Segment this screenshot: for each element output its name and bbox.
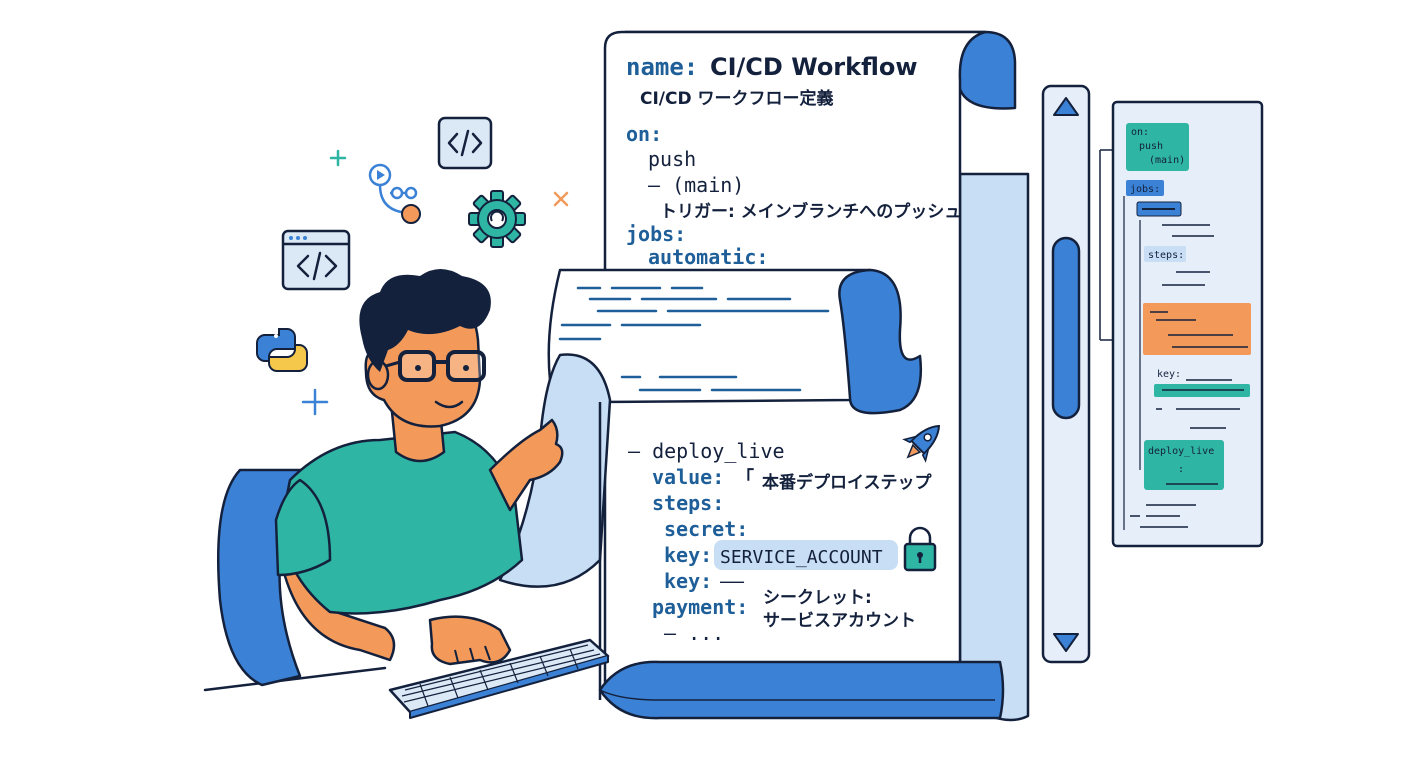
lock-icon xyxy=(903,526,937,572)
name-caption: CI/CD ワークフロー定義 xyxy=(640,88,834,109)
jobs-key: jobs: xyxy=(626,222,686,246)
cross-icon xyxy=(553,191,569,207)
developer-character xyxy=(203,269,610,719)
scroll-up-icon[interactable] xyxy=(1053,97,1079,116)
value-caption: 本番デプロイステップ xyxy=(762,472,932,493)
push-item: push xyxy=(648,147,696,171)
minimap-deploy-live: deploy_live xyxy=(1148,446,1214,457)
minimap-colon: : xyxy=(1178,464,1184,475)
minimap-jobs: jobs: xyxy=(1130,184,1160,195)
plus-icon xyxy=(301,388,329,416)
minimap-steps: steps: xyxy=(1148,250,1184,261)
service-account-value: SERVICE_ACCOUNT xyxy=(720,547,883,568)
main-branch-item: – (main) xyxy=(648,173,744,197)
key2-value: –– xyxy=(720,569,745,593)
ellipsis-item: – ... xyxy=(664,621,724,645)
lower-document: – deploy_live value: 「 本番デプロイステップ steps:… xyxy=(628,439,932,645)
python-icon xyxy=(256,328,308,372)
steps-key: steps: xyxy=(652,491,724,515)
scrollbar[interactable] xyxy=(1041,84,1091,664)
scrollbar-thumb[interactable] xyxy=(1051,236,1081,420)
git-branch-icon xyxy=(368,163,421,224)
secret-caption-line1: シークレット: xyxy=(763,588,872,608)
payment-key: payment: xyxy=(652,595,748,619)
key-label: key: xyxy=(664,543,712,567)
curling-paper xyxy=(498,268,922,700)
secret-key: secret: xyxy=(664,517,748,541)
minimap-key: key: xyxy=(1157,369,1181,380)
minimap-on: on: xyxy=(1131,127,1149,138)
value-bracket: 「 xyxy=(736,467,754,489)
name-value: CI/CD Workflow xyxy=(710,53,918,81)
deploy-live-item: – deploy_live xyxy=(628,439,785,463)
trigger-caption: トリガー: メインブランチへのプッシュ xyxy=(660,201,961,222)
code-tag-icon xyxy=(437,116,493,170)
gear-icon xyxy=(468,190,526,248)
plus-icon xyxy=(329,149,347,167)
scroll-down-icon[interactable] xyxy=(1053,633,1079,652)
minimap-main: (main) xyxy=(1149,155,1185,166)
secret-caption-line2: サービスアカウント xyxy=(763,611,916,631)
name-key: name: xyxy=(626,53,698,81)
automatic-key: automatic: xyxy=(648,245,768,269)
rocket-icon xyxy=(902,424,941,463)
value-key: value: xyxy=(652,465,724,489)
minimap-panel: on: push (main) jobs: steps: key: deploy… xyxy=(1099,100,1264,548)
code-window-icon xyxy=(281,229,351,291)
minimap-push: push xyxy=(1139,141,1163,152)
on-key: on: xyxy=(626,122,662,146)
key2-label: key: xyxy=(664,569,712,593)
